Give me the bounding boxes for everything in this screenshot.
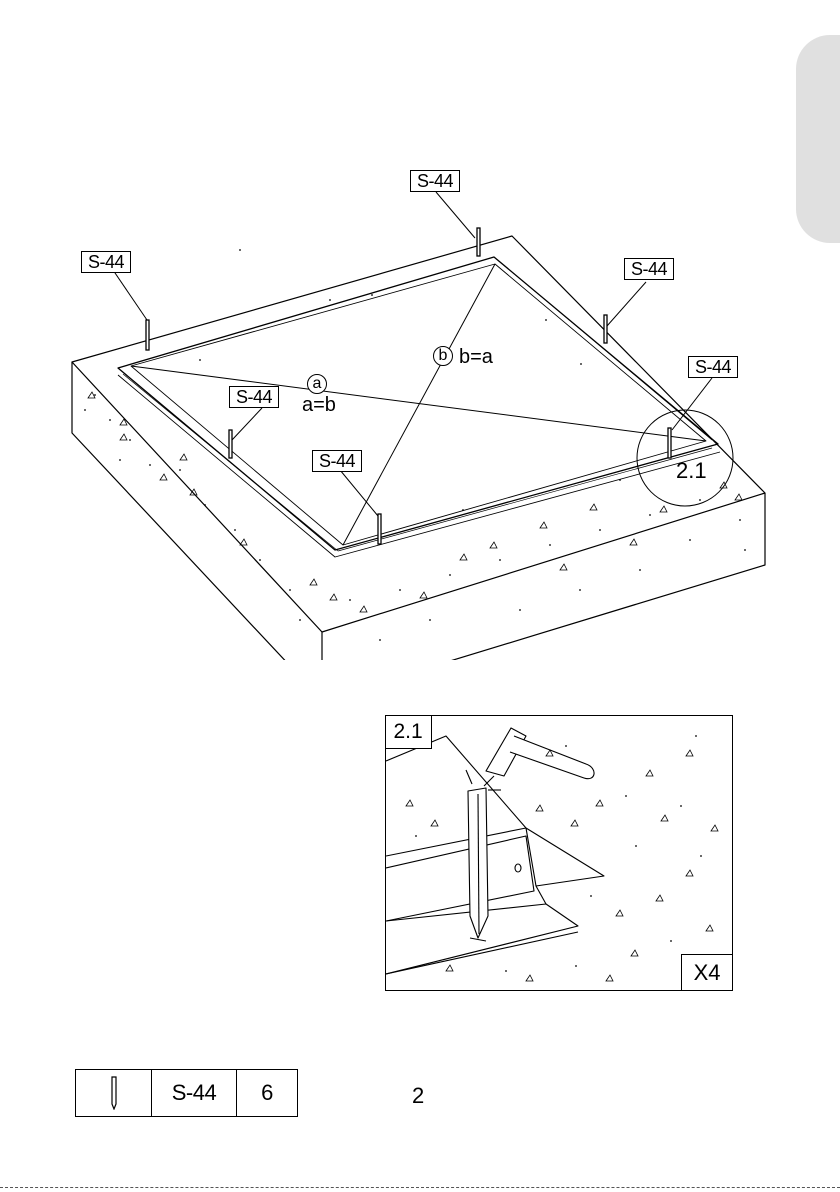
slab-top-face	[72, 236, 765, 632]
base-frame-diagram	[0, 0, 840, 660]
parts-table-icon-cell	[76, 1070, 152, 1116]
detail-step-label: 2.1	[385, 715, 432, 749]
stake-label: S-44	[229, 386, 279, 408]
stake-icon	[109, 1076, 119, 1110]
stake-hammer-illustration	[386, 716, 733, 991]
parts-table-quantity: 6	[237, 1070, 297, 1116]
slab-right-face	[322, 493, 765, 660]
marker-a: a	[307, 374, 327, 394]
stake-icon	[477, 228, 480, 256]
detail-view: 2.1 X4	[385, 715, 733, 991]
diagonal-a	[131, 366, 706, 441]
frame-lip	[118, 375, 720, 557]
marker-b: b	[433, 346, 453, 366]
parts-table: S-44 6	[75, 1069, 298, 1117]
stake-label: S-44	[81, 251, 131, 273]
stake-icon	[604, 315, 607, 343]
stake-label: S-44	[688, 356, 738, 378]
slab-left-face	[72, 362, 322, 660]
stake-icon	[229, 430, 232, 458]
quantity-label: X4	[681, 954, 733, 992]
stake-icon	[668, 428, 671, 458]
equation-b: b=a	[459, 346, 493, 368]
stake-label: S-44	[624, 258, 674, 280]
stake-icon	[378, 514, 381, 544]
diagonal-b	[343, 264, 495, 545]
stake-label: S-44	[312, 450, 362, 472]
page-trim-line	[0, 1187, 840, 1188]
page-number: 2	[412, 1083, 424, 1109]
detail-callout: 2.1	[676, 460, 707, 482]
equation-a: a=b	[302, 394, 336, 416]
stake-label: S-44	[410, 170, 460, 192]
stake-icon	[146, 320, 149, 350]
parts-table-code: S-44	[152, 1070, 237, 1116]
